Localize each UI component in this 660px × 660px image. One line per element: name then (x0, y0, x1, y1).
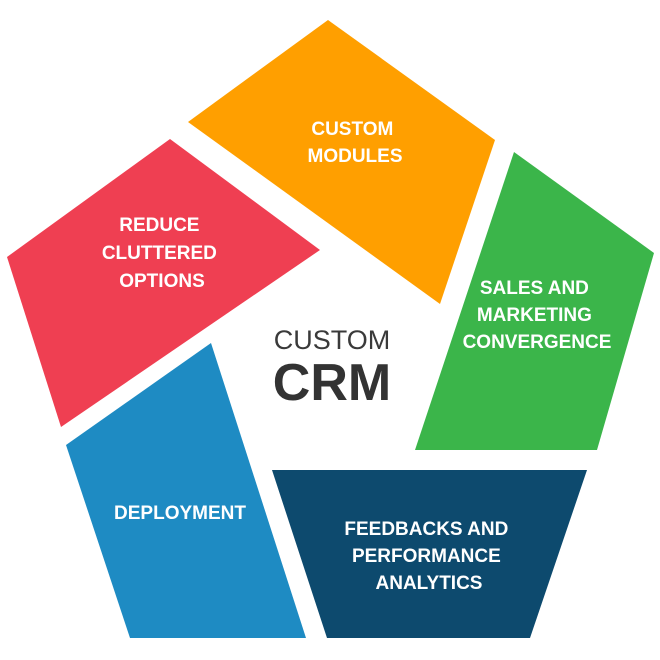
segment-reduce-options-shape (7, 139, 320, 427)
segment-deployment-line-1: DEPLOYMENT (114, 503, 246, 524)
segment-sales-marketing: SALES AND MARKETING CONVERGENCE (415, 152, 654, 450)
segment-feedbacks-analytics-line-1: FEEDBACKS AND (344, 519, 508, 540)
segment-sales-marketing-line-1: SALES AND (480, 278, 589, 299)
segment-reduce-options: REDUCE CLUTTERED OPTIONS (7, 139, 320, 427)
segment-sales-marketing-line-3: CONVERGENCE (463, 332, 612, 353)
segment-custom-modules: CUSTOM MODULES (188, 20, 495, 304)
segment-custom-modules-line-2: MODULES (308, 146, 403, 167)
segment-feedbacks-analytics: FEEDBACKS AND PERFORMANCE ANALYTICS (272, 470, 587, 638)
segment-reduce-options-line-3: OPTIONS (119, 271, 205, 292)
segment-feedbacks-analytics-line-2: PERFORMANCE (352, 546, 501, 567)
segment-reduce-options-label: REDUCE CLUTTERED OPTIONS (102, 215, 222, 292)
segment-custom-modules-line-1: CUSTOM (311, 119, 393, 140)
segment-deployment: DEPLOYMENT (66, 343, 306, 638)
segment-sales-marketing-label: SALES AND MARKETING CONVERGENCE (463, 278, 612, 353)
center-title-line-2: CRM (273, 354, 391, 412)
segment-custom-modules-shape (188, 20, 495, 304)
segment-feedbacks-analytics-shape (272, 470, 587, 638)
segment-reduce-options-line-1: REDUCE (119, 215, 199, 236)
segment-deployment-shape (66, 343, 306, 638)
segment-feedbacks-analytics-line-3: ANALYTICS (376, 573, 483, 594)
segment-reduce-options-line-2: CLUTTERED (102, 243, 217, 264)
segment-deployment-label: DEPLOYMENT (114, 503, 246, 524)
center-title-line-1: CUSTOM (274, 325, 391, 355)
center-title: CUSTOM CRM (273, 325, 391, 412)
segment-sales-marketing-line-2: MARKETING (477, 305, 592, 326)
segment-sales-marketing-shape (415, 152, 654, 450)
segment-feedbacks-analytics-label: FEEDBACKS AND PERFORMANCE ANALYTICS (344, 519, 513, 594)
segment-custom-modules-label: CUSTOM MODULES (308, 119, 403, 167)
